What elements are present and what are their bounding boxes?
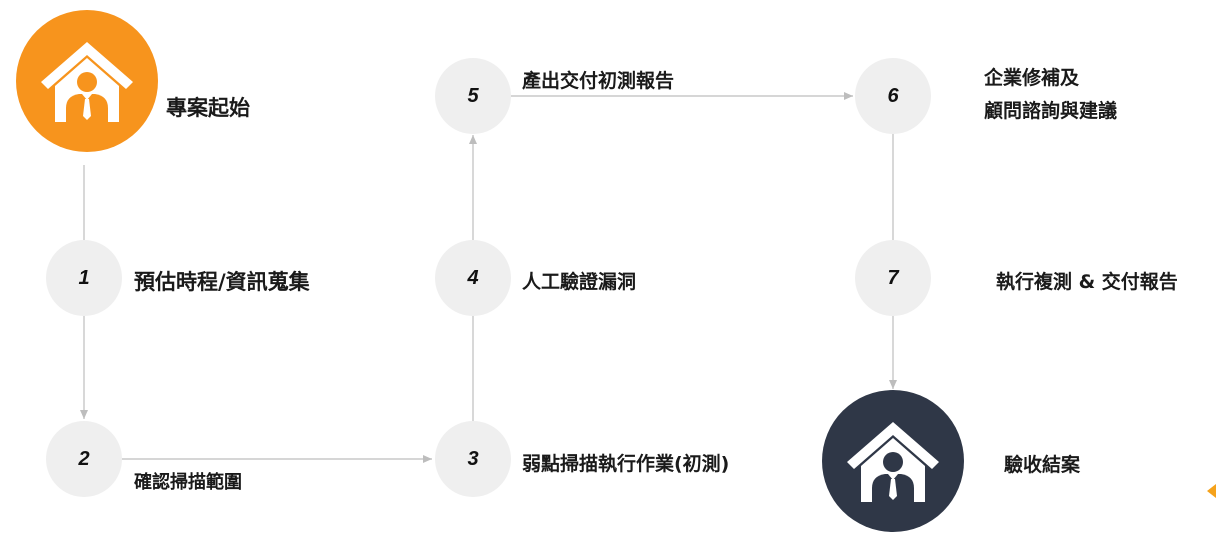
step-6-label-line1: 企業修補及 xyxy=(984,67,1080,89)
step-2-label: 確認掃描範圍 xyxy=(134,472,242,493)
step-4-circle: 4 xyxy=(435,240,511,316)
step-3-circle: 3 xyxy=(435,421,511,497)
end-label: 驗收結案 xyxy=(1004,454,1081,476)
step-4-label: 人工驗證漏洞 xyxy=(522,271,637,293)
end-node xyxy=(822,390,964,532)
step-5-label: 產出交付初測報告 xyxy=(522,70,675,92)
step-1-circle: 1 xyxy=(46,240,122,316)
start-label: 專案起始 xyxy=(166,96,250,120)
house-person-icon xyxy=(847,422,939,502)
step-7-circle: 7 xyxy=(855,240,931,316)
step-6-circle: 6 xyxy=(855,58,931,134)
step-6-label: 企業修補及 顧問諮詢與建議 xyxy=(984,62,1117,128)
step-3-label: 弱點掃描執行作業(初測) xyxy=(522,453,730,475)
step-5-circle: 5 xyxy=(435,58,511,134)
step-7-label: 執行複測 & 交付報告 xyxy=(996,271,1178,293)
corner-arrow-mark xyxy=(1207,484,1216,498)
step-2-circle: 2 xyxy=(46,421,122,497)
house-person-icon xyxy=(41,42,133,122)
step-6-label-line2: 顧問諮詢與建議 xyxy=(984,100,1118,122)
start-node xyxy=(16,10,158,152)
step-1-label: 預估時程/資訊蒐集 xyxy=(134,270,310,294)
